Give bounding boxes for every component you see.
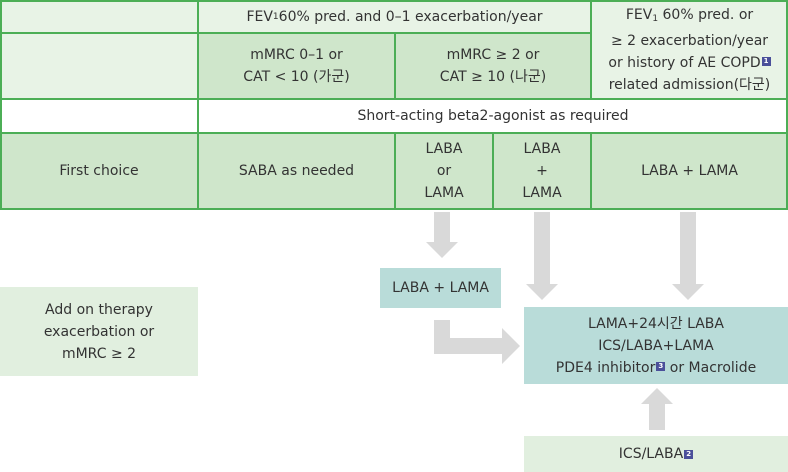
col-b1-line1: LABA (425, 141, 463, 157)
group-label-suffix: 60% pred. and 0–1 exacerbation/year (278, 8, 543, 25)
escalation-line3-suffix: or Macrolide (665, 359, 757, 376)
grid-line (0, 0, 2, 210)
group-label-sub: 1 (272, 11, 279, 22)
add-on-therapy-box: Add on therapy exacerbation or mMRC ≥ 2 (0, 287, 198, 376)
ics-laba-label: ICS/LABA (618, 446, 684, 462)
reference-badge-1: 1 (761, 56, 771, 66)
escalation-line1: LAMA+24시간 LABA (588, 315, 724, 332)
add-on-line1: Add on therapy (45, 301, 153, 318)
grid-line (197, 0, 199, 210)
header-empty-top (0, 0, 198, 33)
col-c-line4: related admission(다군) (608, 76, 771, 93)
laba-lama-box: LABA + LAMA (380, 268, 501, 308)
arrow-down-3 (672, 212, 704, 300)
escalation-line3-prefix: PDE4 inhibitor (555, 359, 656, 376)
grid-line (492, 132, 494, 210)
header-col-b: mMRC ≥ 2 or CAT ≥ 10 (나군) (395, 33, 591, 99)
arrow-down-1 (426, 212, 458, 258)
first-choice-col-b2: LABA + LAMA (493, 133, 591, 209)
col-c-line1: FEV1 60% pred. or (626, 4, 753, 30)
group-label-prefix: FEV (246, 8, 273, 25)
escalation-line2: ICS/LABA+LAMA (598, 337, 714, 354)
col-b1-line3: LAMA (424, 185, 464, 201)
escalation-box: LAMA+24시간 LABA ICS/LABA+LAMA PDE4 inhibi… (524, 307, 788, 384)
col-c-line3-text: or history of AE COPD (608, 54, 761, 71)
header-col-c: FEV1 60% pred. or ≥ 2 exacerbation/year … (591, 0, 788, 99)
first-choice-col-c: LABA + LAMA (591, 133, 788, 209)
grid-line (0, 32, 591, 34)
arrow-up (641, 388, 673, 430)
col-b1-line2: or (436, 163, 452, 179)
first-choice-col-a: SABA as needed (198, 133, 395, 209)
grid-line (394, 132, 396, 210)
grid-line (394, 32, 396, 100)
reference-badge-3: 3 (656, 361, 666, 371)
arrow-elbow (434, 320, 520, 364)
reference-badge-2: 2 (684, 449, 694, 459)
grid-line (590, 132, 592, 210)
col-c-line1-sub: 1 (652, 13, 659, 24)
first-choice-col-b1: LABA or LAMA (395, 133, 493, 209)
col-b-line1: mMRC ≥ 2 or (446, 47, 540, 63)
arrow-down-2 (526, 212, 558, 300)
add-on-line3: mMRC ≥ 2 (61, 345, 137, 362)
col-b2-line3: LAMA (522, 185, 562, 201)
saba-row-text: Short-acting beta2-agonist as required (198, 99, 788, 133)
col-b2-line2: + (536, 163, 548, 179)
col-b-line2: CAT ≥ 10 (나군) (439, 69, 547, 85)
grid-line (590, 0, 592, 100)
col-a-line2: CAT < 10 (가군) (243, 69, 350, 85)
saba-row-empty (0, 99, 198, 133)
col-c-line2: ≥ 2 exacerbation/year (610, 32, 769, 49)
grid-line (786, 0, 788, 210)
header-empty-bottom (0, 33, 198, 99)
header-col-a: mMRC 0–1 or CAT < 10 (가군) (198, 33, 395, 99)
col-a-line1: mMRC 0–1 or (250, 47, 343, 63)
col-c-line1-prefix: FEV (625, 6, 653, 23)
col-c-line1-suffix: 60% pred. or (658, 6, 754, 23)
col-b2-line1: LABA (523, 141, 561, 157)
add-on-line2: exacerbation or (43, 323, 155, 340)
grid-line (0, 0, 788, 2)
first-choice-label: First choice (0, 133, 198, 209)
